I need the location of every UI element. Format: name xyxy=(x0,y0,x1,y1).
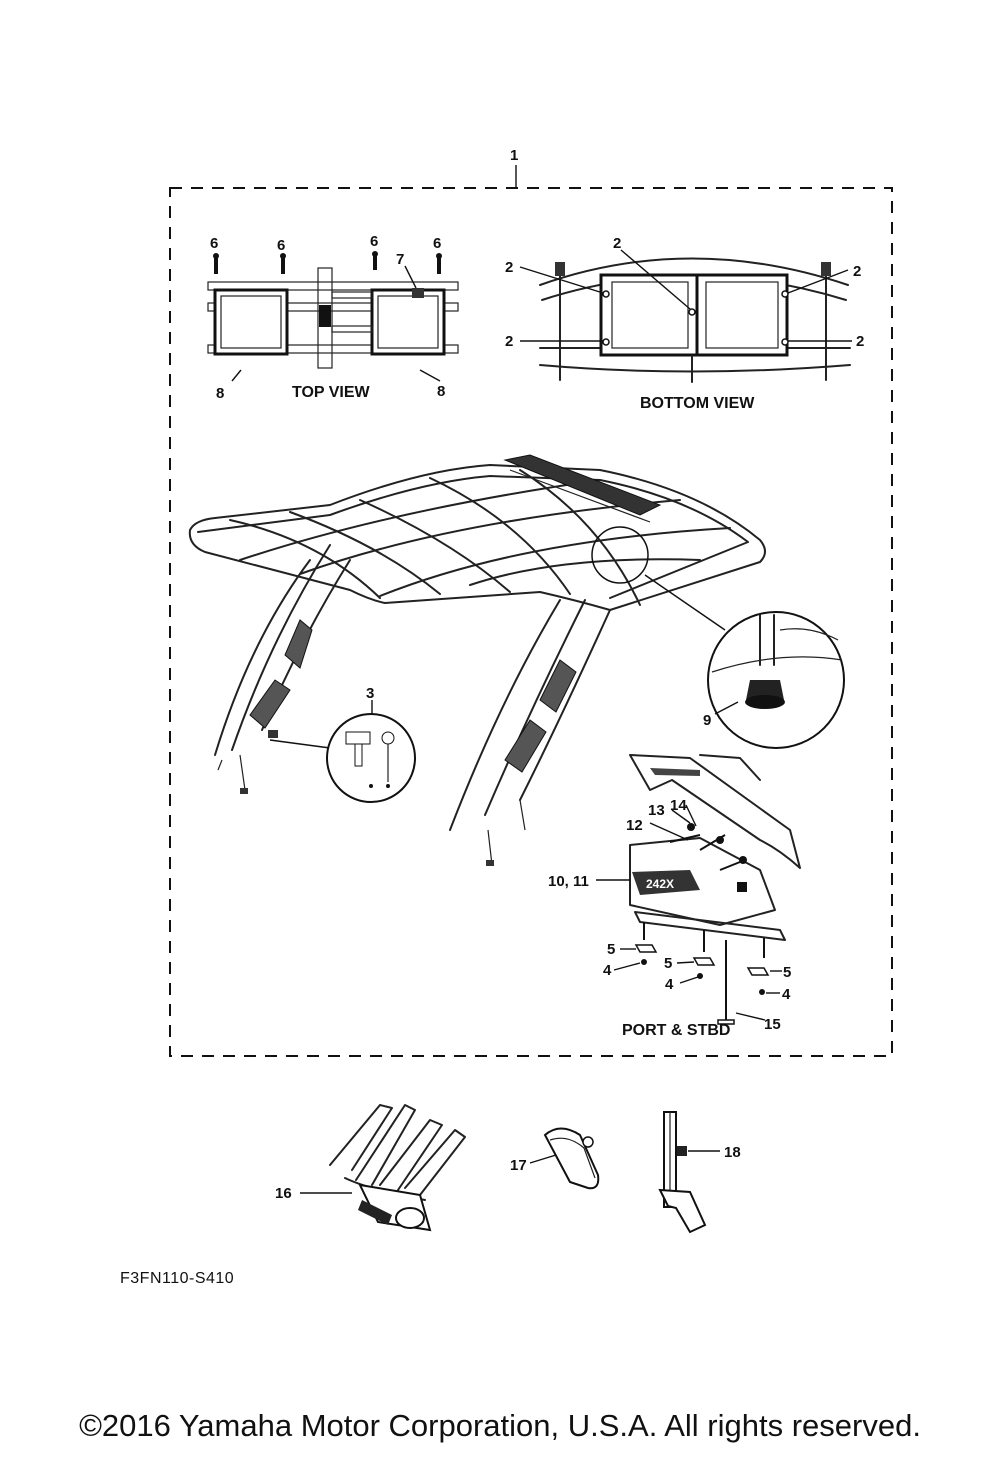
flag-mount-18 xyxy=(658,1111,720,1234)
mirror-17 xyxy=(529,1127,600,1190)
assembly-boundary xyxy=(169,187,893,1057)
callout-1[interactable]: 1 xyxy=(510,147,518,164)
callout-12[interactable]: 12 xyxy=(626,817,643,834)
callout-5c[interactable]: 5 xyxy=(783,964,791,981)
detail-9-fitting xyxy=(591,526,845,749)
copyright-notice: ©2016 Yamaha Motor Corporation, U.S.A. A… xyxy=(79,1408,921,1443)
callout-18[interactable]: 18 xyxy=(724,1144,741,1161)
callout-4b[interactable]: 4 xyxy=(665,976,674,993)
callout-17[interactable]: 17 xyxy=(510,1157,527,1174)
callout-7[interactable]: 7 xyxy=(396,251,404,268)
callout-16[interactable]: 16 xyxy=(275,1185,292,1202)
port-stbd-label: PORT & STBD xyxy=(622,1022,730,1039)
wake-tower-illustration xyxy=(188,454,766,866)
callout-13[interactable]: 13 xyxy=(648,802,665,819)
bottom-view xyxy=(519,249,852,383)
callout-8a[interactable]: 8 xyxy=(216,385,224,402)
callout-14[interactable]: 14 xyxy=(670,797,687,814)
callout-2b[interactable]: 2 xyxy=(613,235,621,252)
detail-3-hardware xyxy=(326,700,416,803)
callout-9[interactable]: 9 xyxy=(703,712,711,729)
callout-2d[interactable]: 2 xyxy=(505,333,513,350)
callout-6c[interactable]: 6 xyxy=(370,233,378,250)
emblem-text: 242X xyxy=(646,877,674,891)
top-view xyxy=(207,251,459,382)
callout-2c[interactable]: 2 xyxy=(853,263,861,280)
callout-3[interactable]: 3 xyxy=(366,685,374,702)
board-rack-16 xyxy=(300,1104,466,1232)
port-stbd-detail: 242X xyxy=(596,754,801,1025)
callout-6b[interactable]: 6 xyxy=(277,237,285,254)
drawing-code: F3FN110-S410 xyxy=(120,1270,235,1287)
callout-2e[interactable]: 2 xyxy=(856,333,864,350)
callout-5a[interactable]: 5 xyxy=(607,941,615,958)
callout-6a[interactable]: 6 xyxy=(210,235,218,252)
callout-5b[interactable]: 5 xyxy=(664,955,672,972)
bottom-view-label: BOTTOM VIEW xyxy=(640,395,755,412)
callout-10-11[interactable]: 10, 11 xyxy=(548,873,589,890)
callout-6d[interactable]: 6 xyxy=(433,235,441,252)
callout-4c[interactable]: 4 xyxy=(782,986,791,1003)
callout-4a[interactable]: 4 xyxy=(603,962,612,979)
top-view-label: TOP VIEW xyxy=(292,384,371,401)
callout-15[interactable]: 15 xyxy=(764,1016,781,1033)
callout-8b[interactable]: 8 xyxy=(437,383,445,400)
callout-2a[interactable]: 2 xyxy=(505,259,513,276)
